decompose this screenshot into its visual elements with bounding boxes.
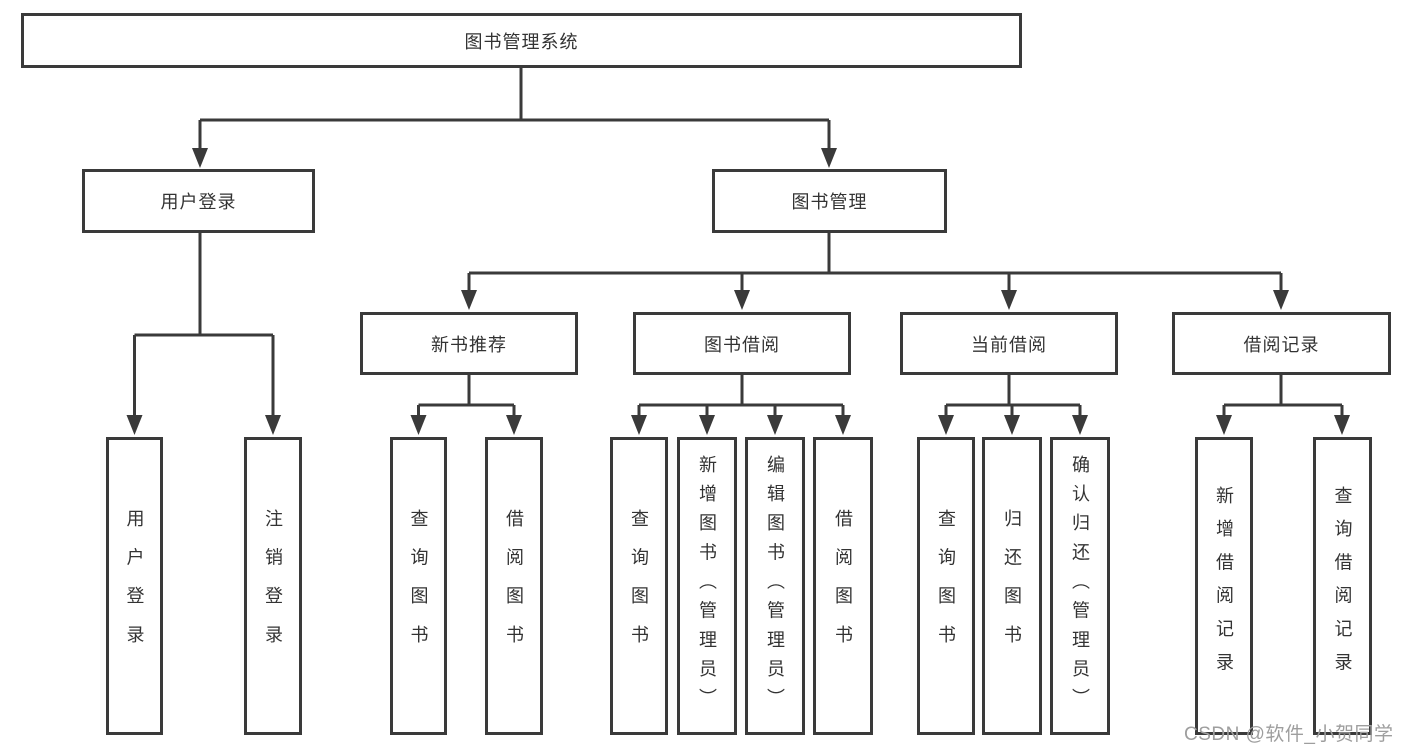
connector-book-management-to-level3 bbox=[461, 233, 1289, 310]
arrowhead bbox=[835, 415, 851, 435]
arrowhead bbox=[631, 415, 647, 435]
leaf-logout: 注销登录 bbox=[244, 437, 302, 735]
arrowhead bbox=[821, 148, 837, 168]
leaf-add-books-admin: 新增图书（管理员） bbox=[677, 437, 737, 735]
node-book-borrow: 图书借阅 bbox=[633, 312, 851, 375]
leaf-query-books-recommend: 查询图书 bbox=[390, 437, 447, 735]
leaf-borrow-books-recommend: 借阅图书 bbox=[485, 437, 543, 735]
leaf-borrow-books: 借阅图书 bbox=[813, 437, 873, 735]
node-user-login: 用户登录 bbox=[82, 169, 315, 233]
arrowhead bbox=[767, 415, 783, 435]
connector-book-borrow-to-leaves bbox=[631, 375, 851, 435]
arrowhead bbox=[1216, 415, 1232, 435]
leaf-query-borrow-record: 查询借阅记录 bbox=[1313, 437, 1372, 735]
leaf-user-login: 用户登录 bbox=[106, 437, 163, 735]
arrowhead bbox=[461, 290, 477, 310]
node-current-borrow: 当前借阅 bbox=[900, 312, 1118, 375]
arrowhead bbox=[1273, 290, 1289, 310]
node-book-management: 图书管理 bbox=[712, 169, 947, 233]
leaf-query-books-borrow: 查询图书 bbox=[610, 437, 668, 735]
leaf-confirm-return-admin: 确认归还（管理员） bbox=[1050, 437, 1110, 735]
leaf-return-books: 归还图书 bbox=[982, 437, 1042, 735]
arrowhead bbox=[410, 415, 427, 435]
arrowhead bbox=[1334, 415, 1350, 435]
leaf-edit-books-admin: 编辑图书（管理员） bbox=[745, 437, 805, 735]
connector-current-borrow-to-leaves bbox=[938, 375, 1088, 435]
arrowhead bbox=[506, 415, 522, 435]
connector-borrow-records-to-leaves bbox=[1216, 375, 1350, 435]
arrowhead bbox=[1004, 415, 1020, 435]
connector-user-login-to-leaves bbox=[126, 233, 281, 435]
leaf-add-borrow-record: 新增借阅记录 bbox=[1195, 437, 1253, 735]
connector-new-book-recommend-to-leaves bbox=[410, 375, 522, 435]
arrowhead bbox=[192, 148, 208, 168]
csdn-watermark: CSDN @软件_小贺同学 bbox=[1184, 724, 1394, 745]
connector-root-to-level2 bbox=[192, 68, 837, 168]
node-library-management-system: 图书管理系统 bbox=[21, 13, 1022, 68]
node-new-book-recommend: 新书推荐 bbox=[360, 312, 578, 375]
leaf-query-books-current: 查询图书 bbox=[917, 437, 975, 735]
arrowhead bbox=[938, 415, 954, 435]
arrowhead bbox=[734, 290, 750, 310]
arrowhead bbox=[126, 415, 143, 435]
arrowhead bbox=[1072, 415, 1088, 435]
arrowhead bbox=[1001, 290, 1017, 310]
node-borrow-records: 借阅记录 bbox=[1172, 312, 1391, 375]
arrowhead bbox=[265, 415, 281, 435]
arrowhead bbox=[699, 415, 715, 435]
